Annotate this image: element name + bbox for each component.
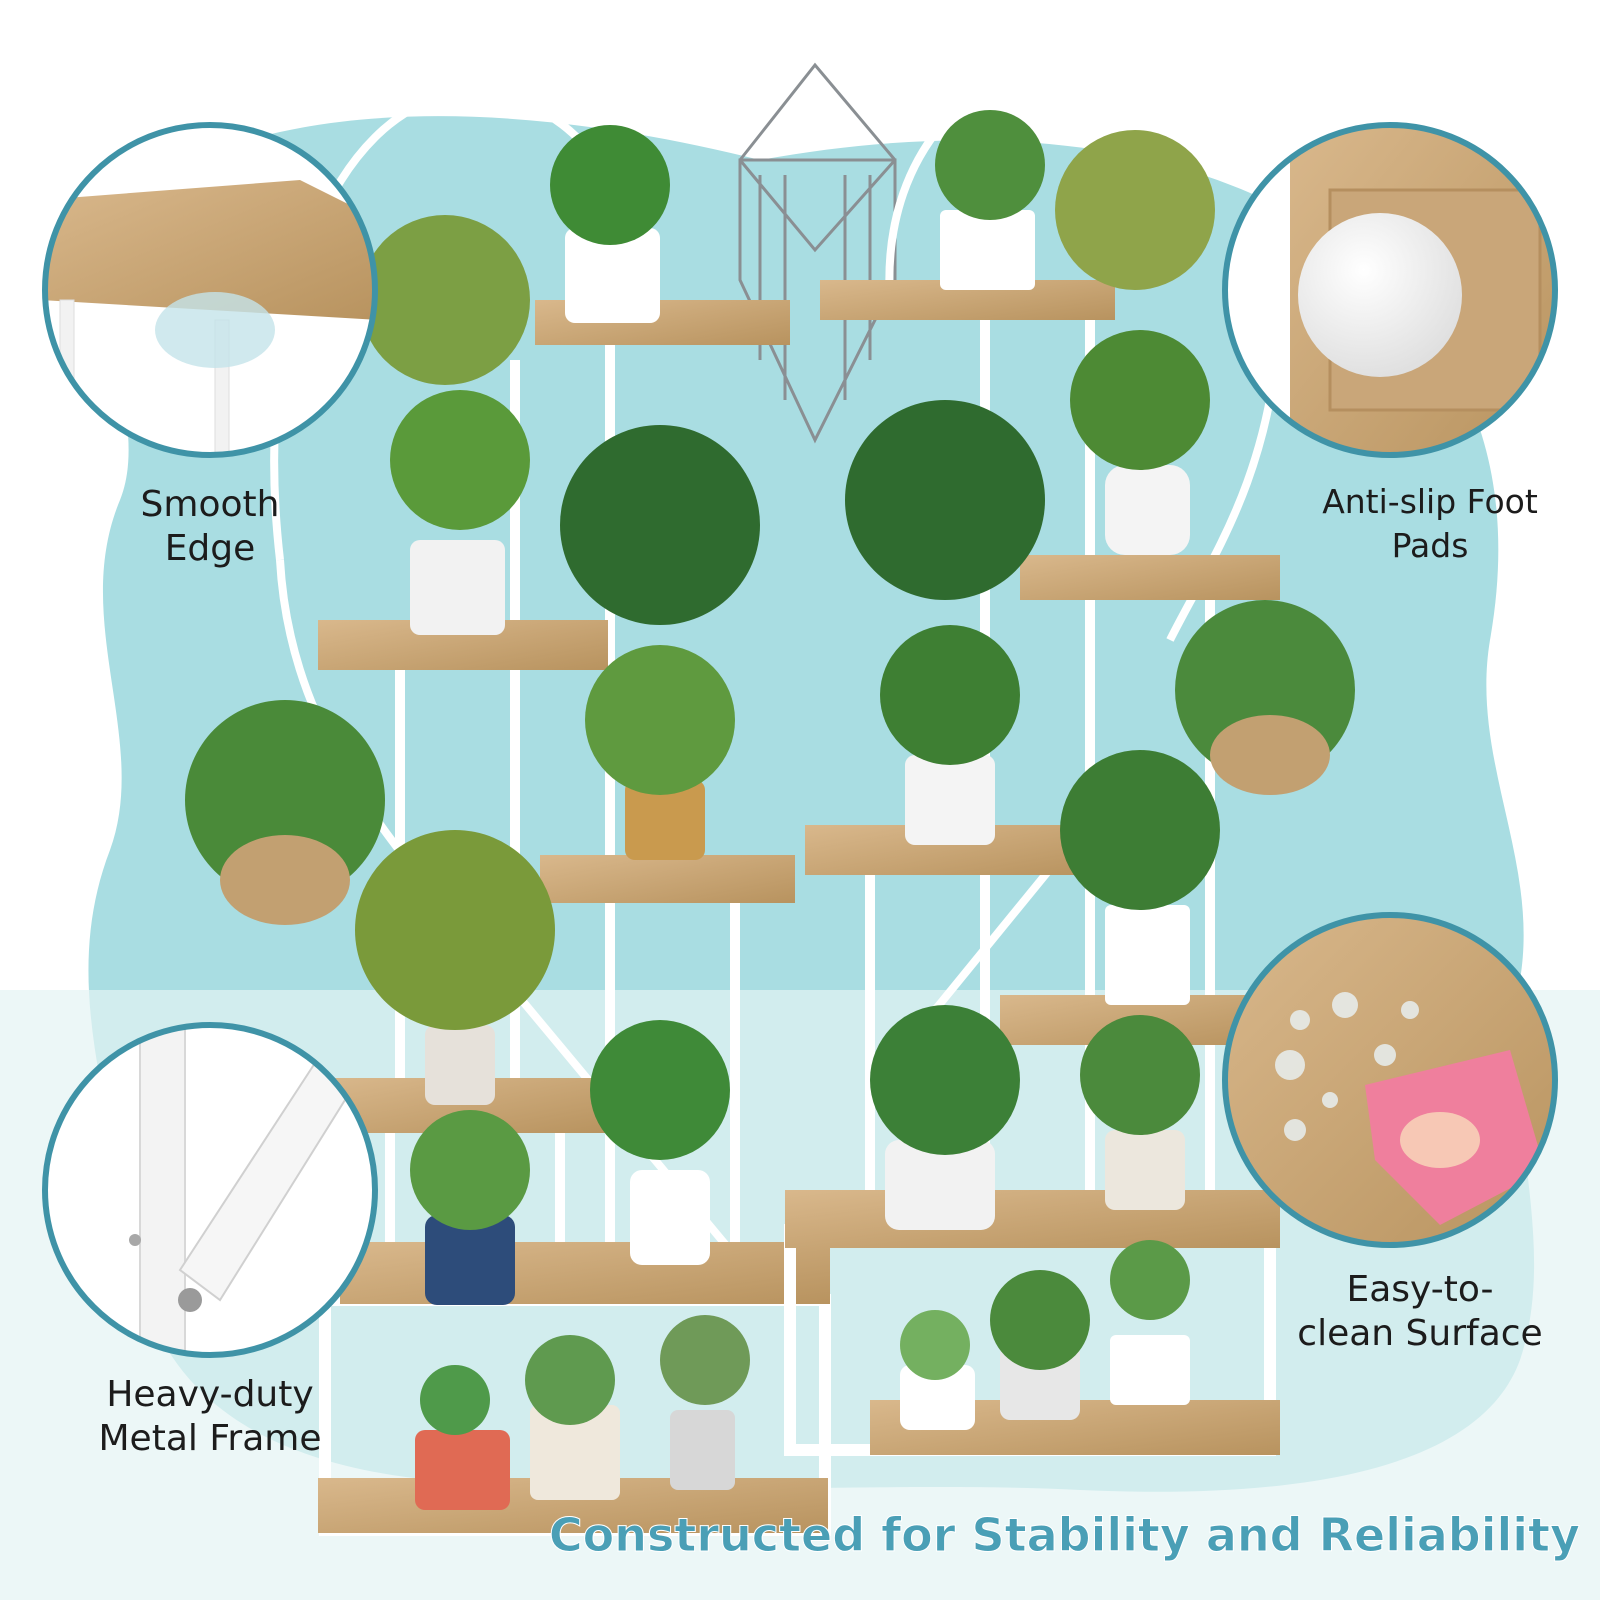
smooth-edge-line1: Smooth <box>140 484 280 525</box>
headline: Constructed for Stability and Reliabilit… <box>548 1508 1580 1563</box>
easy-clean-label: Easy-to- clean Surface <box>1270 1268 1570 1356</box>
easy-clean-surface-detail <box>1222 912 1558 1248</box>
smooth-edge-label: Smooth Edge <box>110 483 310 571</box>
metal-frame-line2: Metal Frame <box>98 1418 322 1459</box>
smooth-edge-line2: Edge <box>164 528 256 569</box>
metal-frame-label: Heavy-duty Metal Frame <box>60 1373 360 1461</box>
anti-slip-line1: Anti-slip Foot <box>1322 482 1538 521</box>
metal-frame-line1: Heavy-duty <box>106 1374 314 1415</box>
easy-clean-line1: Easy-to- <box>1346 1269 1494 1310</box>
anti-slip-label: Anti-slip Foot Pads <box>1290 480 1570 568</box>
anti-slip-line2: Pads <box>1391 526 1469 565</box>
wall-hanging-decoration <box>738 62 897 444</box>
easy-clean-line2: clean Surface <box>1297 1313 1543 1354</box>
metal-frame-detail <box>42 1022 378 1358</box>
anti-slip-foot-pad-detail <box>1222 122 1558 458</box>
plants <box>185 110 1355 1510</box>
